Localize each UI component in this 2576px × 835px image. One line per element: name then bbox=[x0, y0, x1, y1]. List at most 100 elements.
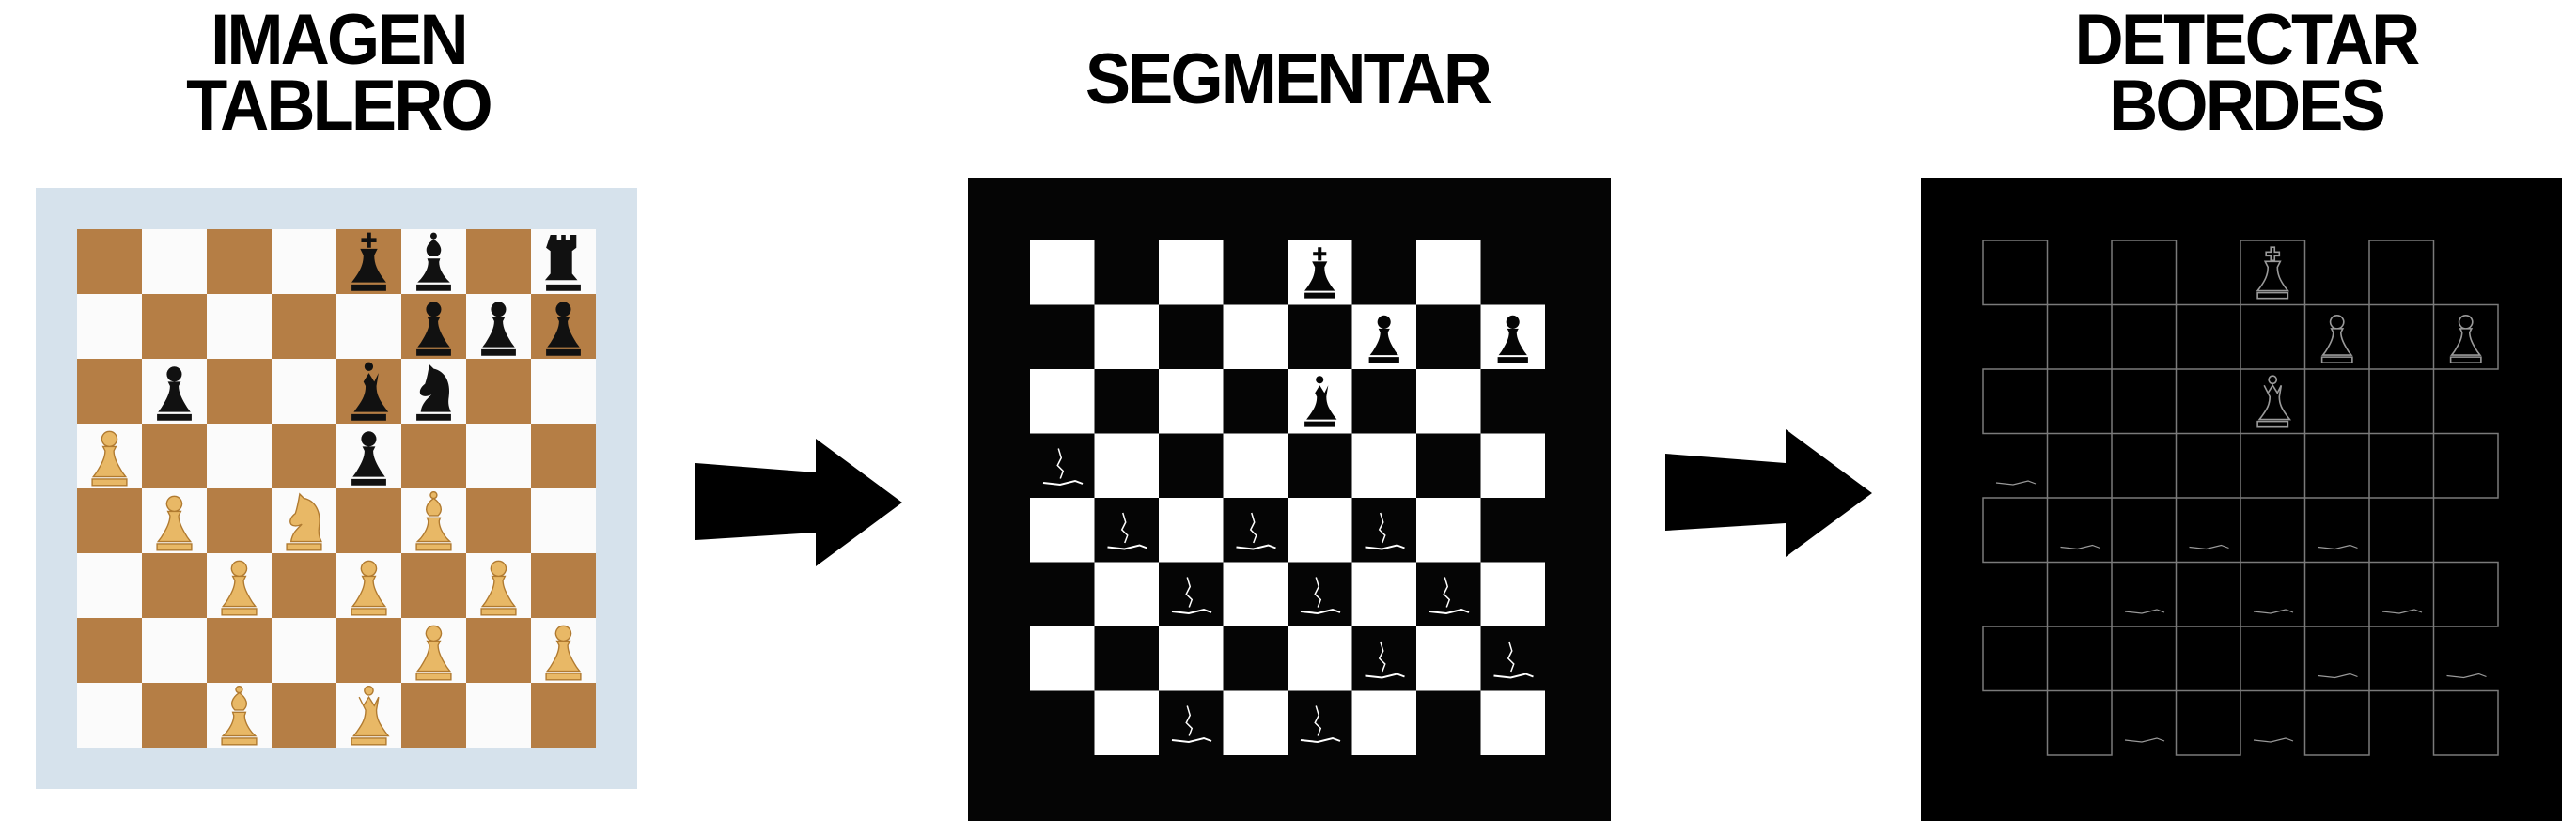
board-square bbox=[142, 553, 207, 618]
light-square bbox=[1223, 433, 1288, 498]
board-square bbox=[466, 229, 531, 294]
board-square bbox=[531, 424, 596, 488]
light-square bbox=[1480, 562, 1545, 626]
board-square bbox=[531, 683, 596, 748]
edge-fragment bbox=[2381, 609, 2423, 614]
square-edge bbox=[2046, 561, 2113, 627]
square-edge bbox=[2046, 689, 2113, 756]
square-edge bbox=[2432, 432, 2499, 499]
board-square bbox=[466, 618, 531, 683]
light-square bbox=[1223, 562, 1288, 626]
white-piece-fragment bbox=[1300, 577, 1341, 615]
square-edge bbox=[2303, 432, 2370, 499]
board-square bbox=[142, 683, 207, 748]
board-square bbox=[207, 618, 272, 683]
board-square bbox=[207, 424, 272, 488]
white-pawn-piece bbox=[480, 560, 517, 616]
board-square bbox=[272, 359, 336, 424]
light-square bbox=[1351, 433, 1416, 498]
board-square bbox=[531, 359, 596, 424]
square-edge bbox=[2111, 626, 2178, 692]
title-line: DETECTAR bbox=[2074, 0, 2421, 80]
step-title-imagen-tablero: IMAGEN TABLERO bbox=[142, 0, 535, 142]
edge-fragment bbox=[2446, 673, 2487, 679]
black-king-piece bbox=[351, 232, 386, 291]
black-pawn-piece bbox=[546, 302, 581, 356]
title-line: IMAGEN bbox=[211, 0, 469, 80]
board-square bbox=[336, 618, 401, 683]
white-pawn-piece bbox=[91, 430, 128, 487]
light-square bbox=[1351, 690, 1416, 755]
light-squares bbox=[1030, 240, 1545, 755]
black-queen-piece bbox=[2256, 375, 2292, 428]
board-square bbox=[77, 553, 142, 618]
board-square bbox=[466, 683, 531, 748]
board-square bbox=[401, 553, 466, 618]
board-square bbox=[466, 488, 531, 553]
board-square bbox=[142, 618, 207, 683]
white-pawn-piece bbox=[545, 625, 582, 681]
title-line: BORDES bbox=[2109, 66, 2386, 146]
right-arrow-icon bbox=[695, 439, 902, 566]
step-title-detectar-bordes: DETECTAR BORDES bbox=[2014, 0, 2478, 146]
white-knight-piece bbox=[286, 492, 323, 551]
board-square bbox=[77, 229, 142, 294]
light-square bbox=[1030, 369, 1095, 434]
title-line: SEGMENTAR bbox=[1085, 39, 1492, 119]
board-square bbox=[77, 294, 142, 359]
board-square bbox=[142, 229, 207, 294]
board-square bbox=[272, 553, 336, 618]
square-edge bbox=[2432, 689, 2499, 756]
board-square bbox=[531, 553, 596, 618]
square-edge bbox=[2240, 240, 2306, 306]
square-edge bbox=[1982, 626, 2049, 692]
white-piece-fragment bbox=[1493, 641, 1534, 679]
edge-fragment bbox=[2318, 673, 2358, 679]
edge-fragment bbox=[2253, 737, 2294, 743]
board-square bbox=[207, 359, 272, 424]
board-square bbox=[77, 683, 142, 748]
black-queen-piece bbox=[351, 362, 389, 421]
square-edge bbox=[1982, 497, 2049, 564]
square-edge bbox=[2046, 432, 2113, 499]
board-square bbox=[531, 488, 596, 553]
light-square bbox=[1416, 369, 1481, 434]
white-piece-fragment bbox=[1300, 705, 1341, 744]
board-square bbox=[207, 488, 272, 553]
black-pawn-piece bbox=[1497, 315, 1528, 363]
white-bishop-piece bbox=[221, 685, 258, 746]
edge-fragment bbox=[2060, 544, 2100, 550]
light-square bbox=[1223, 304, 1288, 369]
square-edge bbox=[2111, 368, 2178, 435]
square-edge bbox=[1982, 240, 2049, 306]
light-square bbox=[1159, 240, 1224, 305]
light-square bbox=[1416, 498, 1481, 563]
light-square bbox=[1094, 304, 1159, 369]
square-edge bbox=[2046, 303, 2113, 370]
segmented-pieces bbox=[1042, 247, 1534, 744]
original-board-image bbox=[36, 188, 637, 789]
white-piece-fragment bbox=[1236, 512, 1276, 550]
black-pawn-piece bbox=[2320, 314, 2353, 363]
light-square bbox=[1094, 690, 1159, 755]
black-pawn-piece bbox=[351, 431, 386, 486]
board-square bbox=[207, 294, 272, 359]
board-square bbox=[466, 359, 531, 424]
board-square bbox=[207, 229, 272, 294]
white-piece-fragment bbox=[1171, 705, 1212, 744]
square-edge bbox=[2111, 240, 2178, 306]
edge-fragment bbox=[2124, 609, 2165, 614]
board-square bbox=[272, 424, 336, 488]
light-square bbox=[1288, 498, 1352, 563]
square-edge bbox=[2368, 368, 2435, 435]
step-title-segmentar: SEGMENTAR bbox=[1047, 39, 1529, 119]
board-square bbox=[77, 618, 142, 683]
square-edge bbox=[2368, 497, 2435, 564]
square-edge bbox=[2240, 626, 2306, 692]
board-square bbox=[142, 294, 207, 359]
black-pawn-piece bbox=[416, 302, 451, 356]
board-square bbox=[336, 488, 401, 553]
light-square bbox=[1159, 369, 1224, 434]
white-piece-fragment bbox=[1365, 512, 1405, 550]
edge-background bbox=[1921, 178, 2562, 821]
